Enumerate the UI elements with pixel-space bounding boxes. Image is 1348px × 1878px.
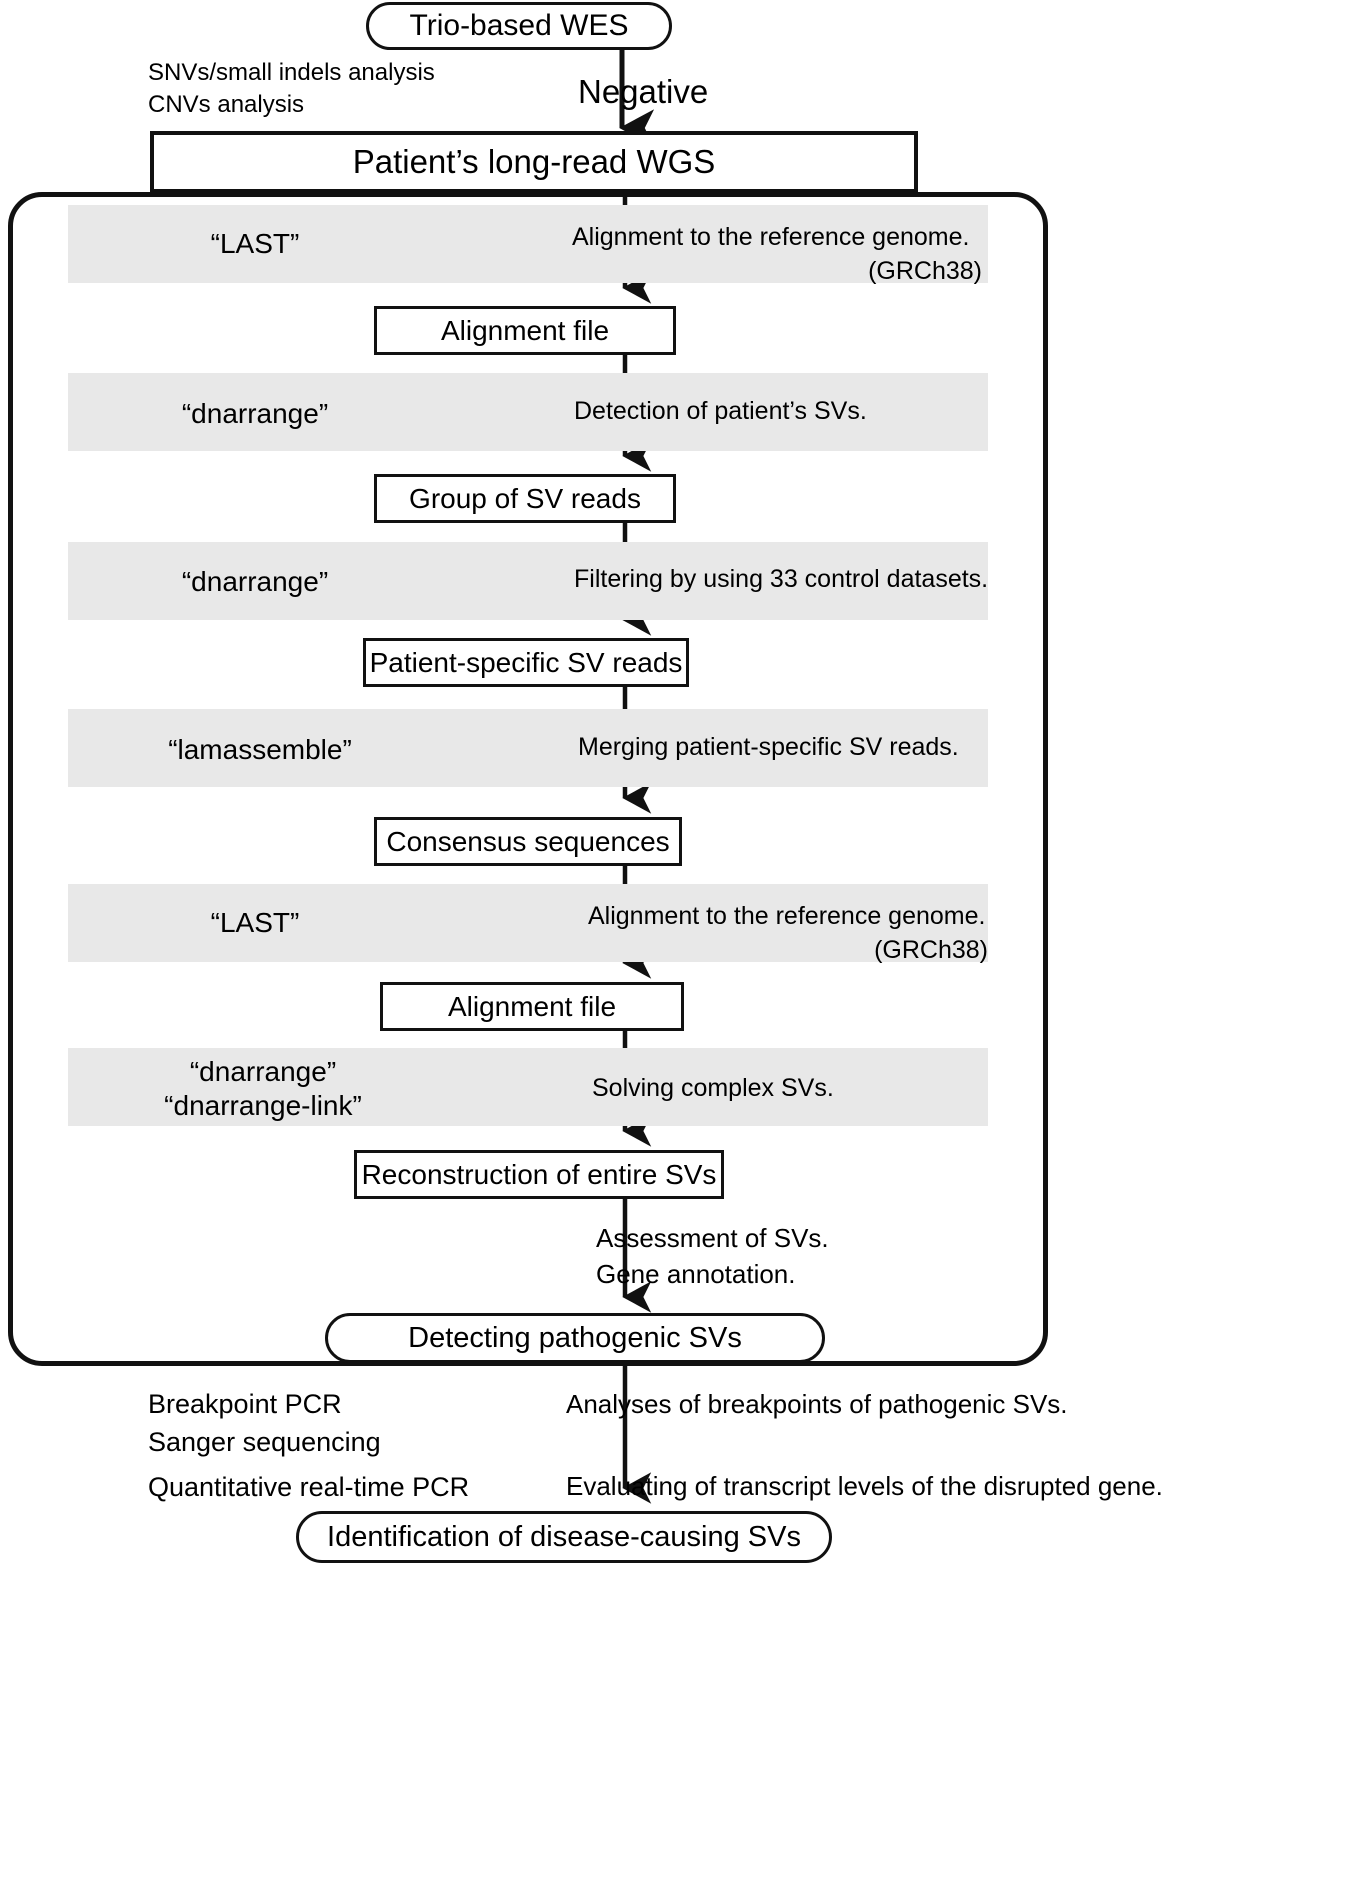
label-wes-negative: Negative (578, 73, 709, 110)
label-wes-methods: SNVs/small indels analysis CNVs analysis (148, 59, 435, 118)
node-trio-based-wes[interactable]: Trio-based WES (366, 2, 672, 50)
stage-3-description: Filtering by using 33 control datasets. (574, 565, 989, 593)
stage-band-6 (68, 1048, 988, 1126)
node-identification-disease-causing-svs[interactable]: Identification of disease-causing SVs (296, 1511, 832, 1563)
node-detecting-pathogenic-svs-label: Detecting pathogenic SVs (408, 1321, 742, 1354)
stage-5-tool-label: “LAST” (210, 907, 300, 938)
stage-4-tool-label: “lamassemble” (168, 734, 352, 765)
stage-band-5 (68, 884, 988, 962)
pipeline-container (8, 192, 1048, 1366)
label-assessment-of-svs: Assessment of SVs. Gene annotation. (596, 1223, 829, 1289)
node-patient-long-read-wgs[interactable]: Patient’s long-read WGS (150, 131, 918, 193)
node-patient-long-read-wgs-label: Patient’s long-read WGS (352, 143, 716, 180)
node-patient-specific-sv-reads-label: Patient-specific SV reads (369, 646, 683, 678)
stage-3-tool-label: “dnarrange” (181, 566, 329, 597)
label-analyses-of-breakpoints: Analyses of breakpoints of pathogenic SV… (566, 1389, 1068, 1419)
node-trio-based-wes-label: Trio-based WES (409, 9, 629, 42)
stage-2-tool-label: “dnarrange” (181, 398, 329, 429)
label-breakpoint-pcr: Breakpoint PCR (148, 1389, 342, 1419)
node-alignment-file-1[interactable]: Alignment file (374, 306, 676, 355)
stage-band-3 (68, 542, 988, 620)
label-quantitative-realtime-pcr: Quantitative real-time PCR (148, 1472, 470, 1502)
node-identification-disease-causing-svs-label: Identification of disease-causing SVs (327, 1520, 801, 1553)
stage-6-tool-label: “dnarrange” “dnarrange-link” (164, 1056, 362, 1122)
stage-2-description: Detection of patient’s SVs. (574, 397, 867, 425)
stage-5-description: Alignment to the reference genome. (588, 902, 986, 930)
stage-band-2 (68, 373, 988, 451)
stage-1-description: Alignment to the reference genome. (572, 223, 970, 251)
node-consensus-sequences[interactable]: Consensus sequences (374, 817, 682, 866)
stage-4-description: Merging patient-specific SV reads. (578, 733, 959, 761)
node-reconstruction-of-entire-svs[interactable]: Reconstruction of entire SVs (354, 1150, 724, 1199)
label-sanger-sequencing: Sanger sequencing (148, 1427, 381, 1457)
node-reconstruction-of-entire-svs-label: Reconstruction of entire SVs (361, 1158, 717, 1190)
stage-5-description-sub: (GRCh38) (874, 936, 988, 964)
node-alignment-file-2[interactable]: Alignment file (380, 982, 684, 1031)
node-detecting-pathogenic-svs[interactable]: Detecting pathogenic SVs (325, 1313, 825, 1363)
stage-6-description: Solving complex SVs. (592, 1074, 834, 1102)
node-group-of-sv-reads-label: Group of SV reads (409, 482, 641, 514)
stage-1-description-sub: (GRCh38) (868, 257, 982, 285)
node-group-of-sv-reads[interactable]: Group of SV reads (374, 474, 676, 523)
stage-band-1 (68, 205, 988, 283)
node-patient-specific-sv-reads[interactable]: Patient-specific SV reads (363, 638, 689, 687)
node-consensus-sequences-label: Consensus sequences (386, 825, 670, 857)
stage-band-4 (68, 709, 988, 787)
stage-1-tool-label: “LAST” (210, 228, 300, 259)
node-alignment-file-1-label: Alignment file (440, 314, 610, 346)
node-alignment-file-2-label: Alignment file (447, 990, 617, 1022)
label-evaluating-transcript-levels: Evaluating of transcript levels of the d… (566, 1471, 1163, 1501)
